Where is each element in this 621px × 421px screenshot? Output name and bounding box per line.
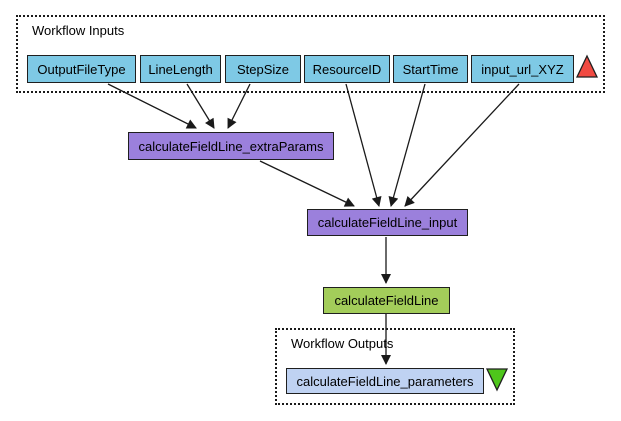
edge-resourceid-to-input <box>345 83 382 207</box>
edge-starttime-to-input <box>388 83 426 207</box>
input-port-stepsize[interactable]: StepSize <box>225 55 301 83</box>
workflow-inputs-label: Workflow Inputs <box>32 23 125 38</box>
processor-calculatefieldline-extraparams[interactable]: calculateFieldLine_extraParams <box>128 132 334 160</box>
workflow-outputs-group: Workflow Outputs <box>275 328 515 405</box>
input-port-starttime[interactable]: StartTime <box>393 55 468 83</box>
output-port-calculatefieldline-parameters[interactable]: calculateFieldLine_parameters <box>286 368 484 394</box>
input-port-resourceid[interactable]: ResourceID <box>304 55 390 83</box>
input-port-inputurlxyz[interactable]: input_url_XYZ <box>471 55 574 83</box>
input-port-outputfiletype[interactable]: OutputFileType <box>27 55 136 83</box>
workflow-outputs-label: Workflow Outputs <box>291 336 394 351</box>
workflow-inputs-group: Workflow Inputs <box>16 15 605 93</box>
input-port-linelength[interactable]: LineLength <box>140 55 221 83</box>
edge-extraparams-to-input <box>259 160 355 207</box>
edge-inputurlxyz-to-input <box>404 83 520 207</box>
processor-calculatefieldline-input[interactable]: calculateFieldLine_input <box>307 209 468 236</box>
processor-calculatefieldline[interactable]: calculateFieldLine <box>323 287 450 314</box>
